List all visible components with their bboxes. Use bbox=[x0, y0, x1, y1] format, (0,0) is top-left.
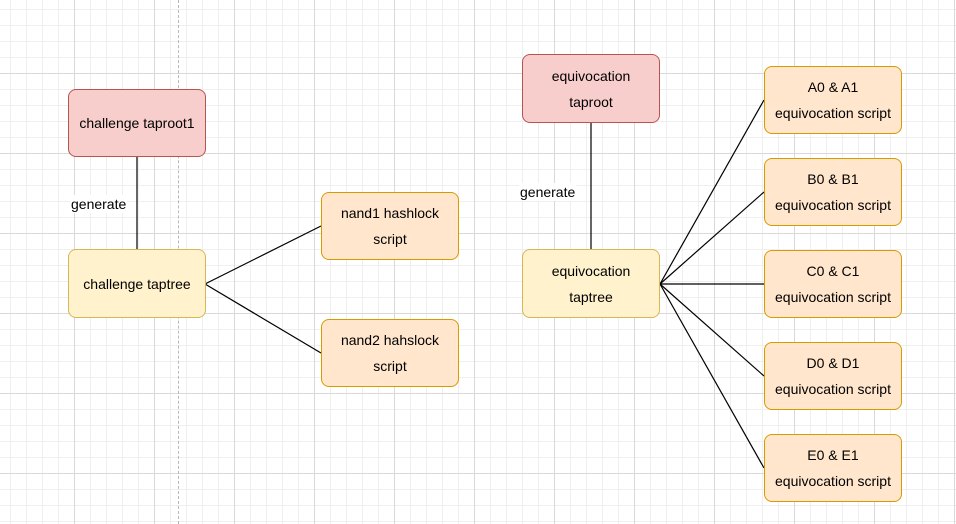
script-d-line2: equivocation script bbox=[775, 381, 891, 397]
challenge-taptree-node[interactable]: challenge taptree bbox=[68, 249, 206, 318]
equivocation-script-d-node[interactable]: D0 & D1 equivocation script bbox=[764, 342, 902, 410]
generate-edge-label-left: generate bbox=[70, 195, 128, 213]
script-a-line2: equivocation script bbox=[775, 105, 891, 121]
edge-equivocation-b[interactable] bbox=[659, 191, 765, 285]
script-e-line2: equivocation script bbox=[775, 473, 891, 489]
script-c-line2: equivocation script bbox=[775, 289, 891, 305]
edge-challenge-taptree-nand1[interactable] bbox=[204, 225, 322, 285]
equivocation-script-e-node[interactable]: E0 & E1 equivocation script bbox=[764, 434, 902, 502]
equivocation-taptree-line2: taptree bbox=[569, 288, 613, 305]
equivocation-taproot-line1: equivocation bbox=[551, 67, 631, 84]
challenge-taptree-label: challenge taptree bbox=[83, 275, 191, 292]
generate-edge-label-right: generate bbox=[519, 183, 577, 201]
nand1-line2: script bbox=[373, 231, 407, 247]
script-b-line1: B0 & B1 bbox=[807, 171, 859, 187]
script-e-line1: E0 & E1 bbox=[807, 447, 859, 463]
equivocation-script-b-node[interactable]: B0 & B1 equivocation script bbox=[764, 158, 902, 226]
script-c-line1: C0 & C1 bbox=[806, 263, 860, 279]
equivocation-taproot-line2: taproot bbox=[569, 93, 613, 110]
nand1-hashlock-script-node[interactable]: nand1 hashlock script bbox=[321, 192, 459, 260]
script-d-line1: D0 & D1 bbox=[806, 355, 860, 371]
nand2-line1: nand2 hahslock bbox=[340, 332, 440, 348]
nand2-line2: script bbox=[373, 358, 407, 374]
equivocation-taptree-node[interactable]: equivocation taptree bbox=[522, 249, 660, 318]
nand2-hahslock-script-node[interactable]: nand2 hahslock script bbox=[321, 319, 459, 387]
equivocation-script-a-node[interactable]: A0 & A1 equivocation script bbox=[764, 66, 902, 134]
script-b-line2: equivocation script bbox=[775, 197, 891, 213]
nand1-line1: nand1 hashlock bbox=[340, 205, 440, 221]
edge-challenge-taptree-nand2[interactable] bbox=[204, 283, 322, 354]
equivocation-script-c-node[interactable]: C0 & C1 equivocation script bbox=[764, 250, 902, 318]
script-a-line1: A0 & A1 bbox=[807, 79, 859, 95]
equivocation-taptree-line1: equivocation bbox=[551, 262, 631, 279]
edge-equivocation-d[interactable] bbox=[659, 283, 765, 377]
edge-equivocation-a[interactable] bbox=[659, 99, 765, 285]
challenge-taproot-node[interactable]: challenge taproot1 bbox=[68, 89, 206, 157]
equivocation-taproot-node[interactable]: equivocation taproot bbox=[522, 54, 660, 123]
edge-equivocation-e[interactable] bbox=[659, 283, 765, 469]
challenge-taproot-label: challenge taproot1 bbox=[79, 115, 195, 131]
